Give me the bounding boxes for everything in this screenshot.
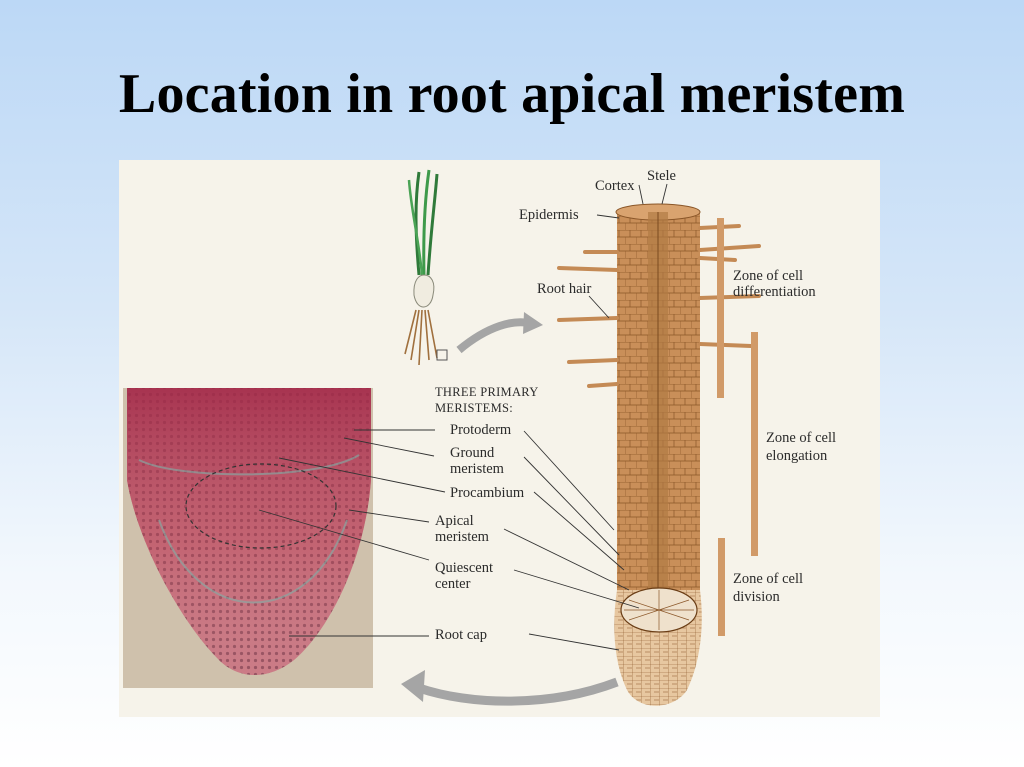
zone-elongation-label-2: elongation xyxy=(766,448,828,464)
zone-elongation-label-1: Zone of cell xyxy=(766,430,837,446)
three-primary-meristems-label-1: THREE PRIMARY xyxy=(435,385,539,399)
root-body xyxy=(614,203,702,706)
leader-lines xyxy=(258,183,668,651)
protoderm-label: Protoderm xyxy=(450,422,512,438)
quiescent-outline xyxy=(185,463,337,549)
apical-meristem-label-1: Apical xyxy=(435,513,474,529)
epidermis-label: Epidermis xyxy=(519,207,579,223)
quiescent-center-label-2: center xyxy=(435,576,471,592)
slide-title: Location in root apical meristem xyxy=(118,63,906,125)
ground-meristem-label-1: Ground xyxy=(450,445,495,461)
zone-differentiation-bar xyxy=(717,218,724,398)
zone-division-bar xyxy=(718,538,725,636)
root-cap-label: Root cap xyxy=(435,627,487,643)
zone-division-label-1: Zone of cell xyxy=(733,571,804,587)
zone-differentiation-label-1: Zone of cell xyxy=(733,268,804,284)
root-diagram-drawing xyxy=(123,169,761,706)
procambium-label: Procambium xyxy=(450,485,525,501)
stele-label: Stele xyxy=(647,168,676,184)
zone-differentiation-label-2: differentiation xyxy=(733,284,816,300)
root-diagram-figure: Cortex Stele Epidermis Root hair Zone of… xyxy=(119,160,880,717)
zone-division-label-2: division xyxy=(733,589,780,605)
apical-meristem-label-2: meristem xyxy=(435,529,489,545)
cortex-label: Cortex xyxy=(595,178,635,194)
zone-elongation-bar xyxy=(751,332,758,556)
onion-seedling xyxy=(404,169,448,366)
quiescent-center-label-1: Quiescent xyxy=(435,560,493,576)
ground-meristem-label-2: meristem xyxy=(450,461,504,477)
three-primary-meristems-label-2: MERISTEMS: xyxy=(435,401,514,415)
root-hair-label: Root hair xyxy=(537,281,592,297)
